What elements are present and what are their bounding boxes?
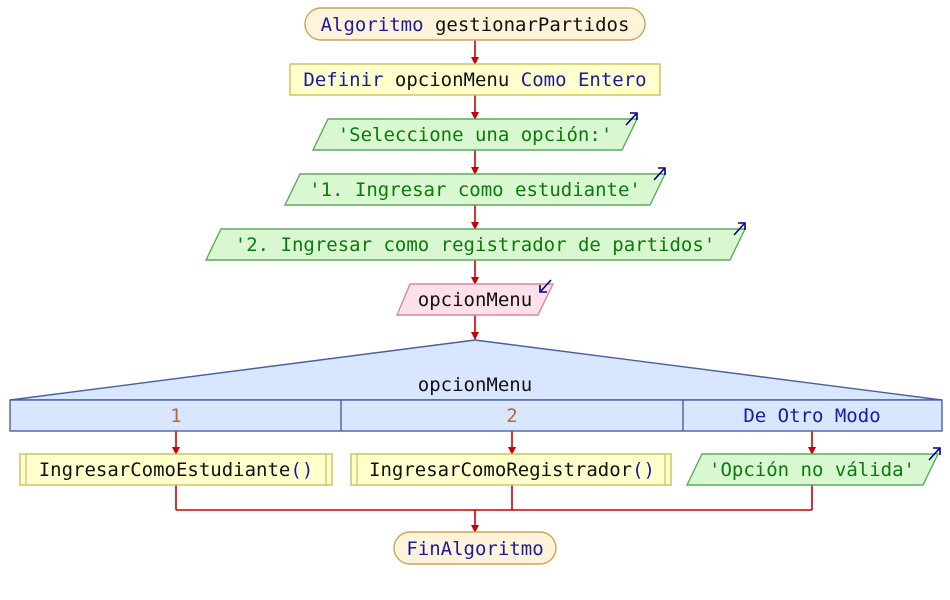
end-label: FinAlgoritmo <box>406 538 543 560</box>
call-shape <box>350 453 672 486</box>
output-arrow-icon <box>733 222 746 236</box>
output-text-3: '2. Ingresar como registrador de partido… <box>235 234 715 256</box>
output-shape <box>685 453 940 486</box>
switch-variable: opcionMenu <box>418 374 532 396</box>
switch-block[interactable]: opcionMenu 1 2 De Otro Modo <box>9 339 943 432</box>
define-process[interactable]: Definir opcionMenu Como Entero <box>289 63 661 96</box>
call-label-1: IngresarComoEstudiante() <box>39 459 314 481</box>
output-block-3[interactable]: '2. Ingresar como registrador de partido… <box>204 222 747 261</box>
como-keyword: Como <box>521 69 567 91</box>
case-2-call[interactable]: IngresarComoRegistrador() <box>350 453 672 486</box>
output-arrow-icon <box>653 167 666 181</box>
define-type: Entero <box>578 69 647 91</box>
input-shape <box>395 283 555 316</box>
call-name-2: IngresarComoRegistrador <box>369 459 632 481</box>
start-terminal[interactable]: Algoritmo gestionarPartidos <box>304 7 646 41</box>
connectors <box>172 40 816 533</box>
case-label-1: 1 <box>170 405 181 427</box>
output-arrow-icon <box>928 447 941 461</box>
output-arrow-icon <box>625 112 638 126</box>
input-arrow-icon <box>539 279 552 293</box>
define-shape <box>289 63 661 96</box>
start-label: Algoritmo gestionarPartidos <box>321 14 630 36</box>
call-parens-1: () <box>290 459 313 481</box>
output-text-1: 'Seleccione una opción:' <box>338 124 613 146</box>
output-shape <box>311 118 639 151</box>
output-shape <box>283 173 667 206</box>
start-shape <box>304 7 646 41</box>
algorithm-name: gestionarPartidos <box>435 14 629 36</box>
algoritmo-keyword: Algoritmo <box>321 14 424 36</box>
switch-cases-row <box>9 399 943 432</box>
default-output-block[interactable]: 'Opción no válida' <box>685 447 941 486</box>
output-block-1[interactable]: 'Seleccione una opción:' <box>311 112 639 151</box>
definir-keyword: Definir <box>303 69 383 91</box>
call-parens-2: () <box>632 459 655 481</box>
define-label: Definir opcionMenu Como Entero <box>303 69 646 91</box>
define-variable: opcionMenu <box>395 69 509 91</box>
case-label-2: 2 <box>506 405 517 427</box>
case-label-default: De Otro Modo <box>743 405 880 427</box>
output-block-2[interactable]: '1. Ingresar como estudiante' <box>283 167 667 206</box>
call-name-1: IngresarComoEstudiante <box>39 459 291 481</box>
case-1-call[interactable]: IngresarComoEstudiante() <box>19 453 333 486</box>
call-shape <box>19 453 333 486</box>
default-output-text: 'Opción no válida' <box>709 459 915 481</box>
call-label-2: IngresarComoRegistrador() <box>369 459 655 481</box>
end-terminal[interactable]: FinAlgoritmo <box>393 531 557 565</box>
end-shape <box>393 531 557 565</box>
output-shape <box>204 228 747 261</box>
input-variable: opcionMenu <box>418 289 532 311</box>
input-block[interactable]: opcionMenu <box>395 279 555 316</box>
output-text-2: '1. Ingresar como estudiante' <box>309 179 641 201</box>
